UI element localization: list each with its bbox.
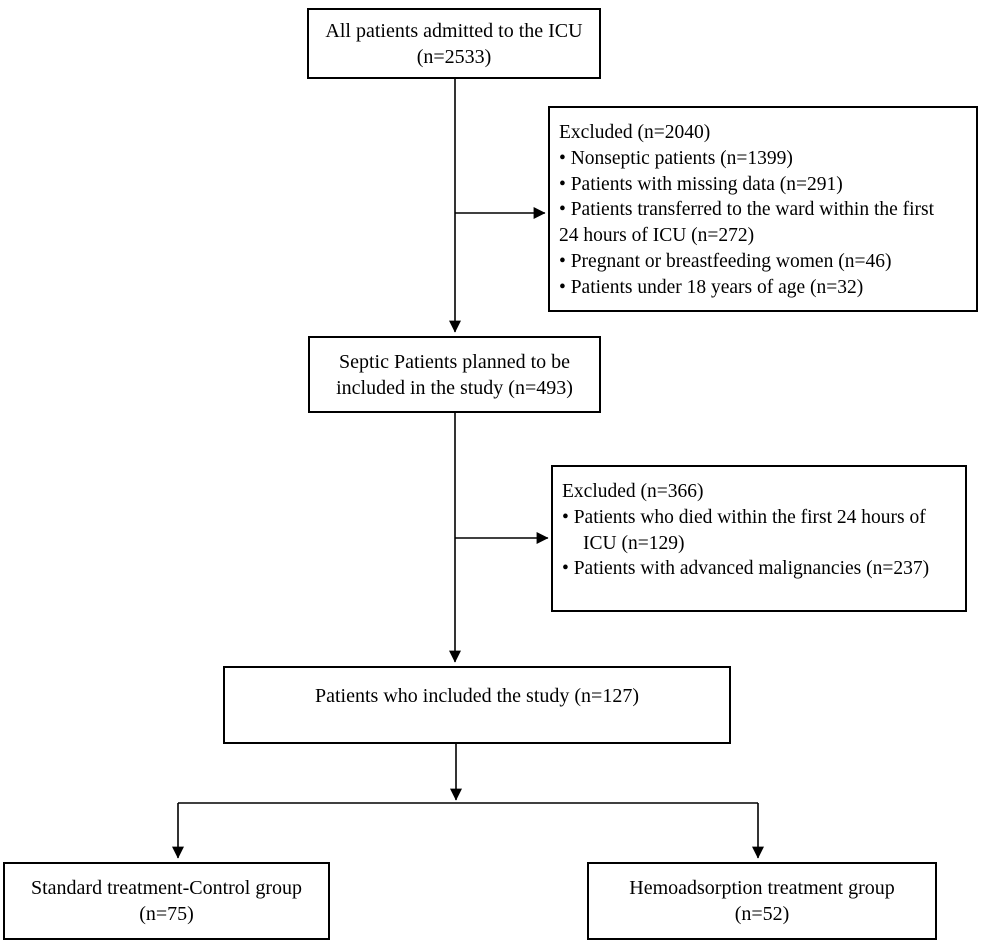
box-control-group: Standard treatment-Control group (n=75) [3, 862, 330, 940]
box-text-line: Standard treatment-Control group [30, 877, 303, 899]
box-all-patients-icu: All patients admitted to the ICU (n=2533… [307, 8, 601, 79]
box-hemoadsorption-group: Hemoadsorption treatment group (n=52) [587, 862, 937, 940]
box-text-line: (n=75) [139, 903, 194, 925]
exclusion-bullet: • Patients under 18 years of age (n=32) [559, 276, 864, 298]
exclusion-bullet: • Patients who died within the first 24 … [562, 506, 926, 528]
exclusion-header: Excluded (n=366) [562, 481, 704, 502]
exclusion-bullet-continuation: 24 hours of ICU (n=272) [559, 225, 755, 247]
box-septic-planned: Septic Patients planned to be included i… [308, 336, 601, 413]
box-text-line: (n=52) [734, 903, 790, 925]
exclusion-bullet: • Patients with advanced malignancies (n… [562, 558, 930, 580]
box-text-line: Septic Patients planned to be [338, 350, 571, 373]
exclusion-bullet: • Patients transferred to the ward withi… [559, 199, 935, 221]
exclusion-bullet: • Patients with missing data (n=291) [559, 173, 843, 195]
box-text-line: included in the study (n=493) [336, 376, 573, 399]
exclusion-bullet: • Pregnant or breastfeeding women (n=46) [559, 250, 892, 272]
exclusion-header: Excluded (n=2040) [559, 122, 711, 143]
box-included-study: Patients who included the study (n=127) [223, 666, 731, 744]
exclusion-bullet: • Nonseptic patients (n=1399) [559, 147, 793, 169]
box-excluded-second: Excluded (n=366) • Patients who died wit… [551, 465, 967, 612]
box-text-line: (n=2533) [416, 45, 492, 68]
box-text-line: All patients admitted to the ICU [325, 19, 583, 42]
box-text-line: Hemoadsorption treatment group [629, 877, 895, 899]
box-text-line: Patients who included the study (n=127) [314, 685, 639, 707]
box-excluded-first: Excluded (n=2040) • Nonseptic patients (… [548, 106, 978, 312]
exclusion-bullet-continuation: ICU (n=129) [583, 532, 685, 554]
